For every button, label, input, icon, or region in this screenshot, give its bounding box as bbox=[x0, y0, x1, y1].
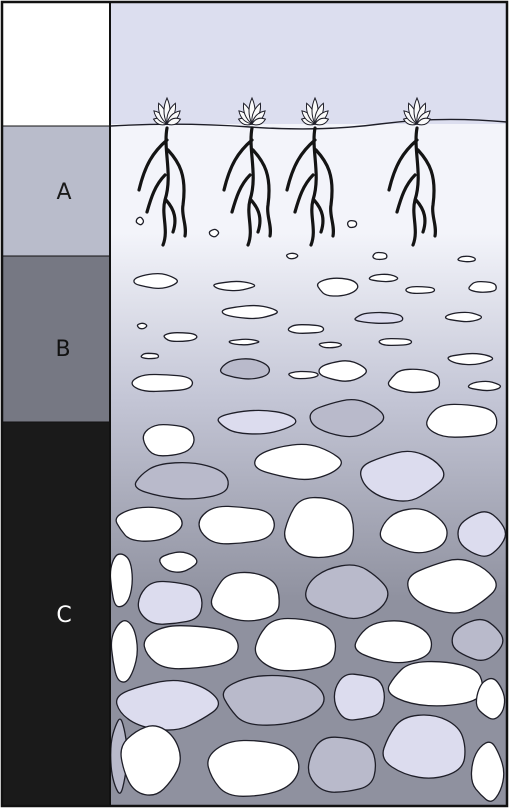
rock bbox=[388, 369, 439, 392]
rock bbox=[379, 339, 411, 346]
rock bbox=[319, 342, 341, 347]
rock bbox=[446, 312, 482, 321]
rock bbox=[285, 498, 354, 558]
rock bbox=[308, 737, 375, 792]
horizon-c-label: C bbox=[56, 603, 71, 628]
rock bbox=[141, 353, 158, 358]
rock bbox=[136, 217, 143, 224]
rock bbox=[208, 740, 299, 796]
rock bbox=[427, 404, 497, 437]
rock bbox=[369, 274, 397, 281]
rock bbox=[143, 425, 194, 456]
rock bbox=[209, 229, 218, 236]
rock bbox=[132, 374, 192, 391]
rock bbox=[373, 253, 387, 260]
rock bbox=[134, 274, 177, 289]
rock bbox=[199, 506, 274, 543]
rock bbox=[164, 333, 197, 342]
rock bbox=[406, 287, 435, 294]
rock bbox=[288, 325, 323, 334]
horizon-b-label: B bbox=[55, 337, 70, 362]
soil-profile bbox=[110, 2, 507, 806]
rock bbox=[355, 313, 403, 324]
rock bbox=[287, 253, 298, 258]
rock bbox=[221, 359, 270, 379]
rock bbox=[318, 278, 358, 296]
rock bbox=[289, 371, 318, 378]
rock bbox=[144, 626, 238, 669]
rock bbox=[138, 581, 202, 624]
rock bbox=[137, 323, 146, 328]
rock bbox=[469, 282, 496, 293]
rock bbox=[348, 221, 357, 228]
rock bbox=[458, 256, 475, 261]
rock bbox=[255, 619, 335, 671]
horizon-column: A B C bbox=[2, 2, 110, 806]
horizon-o-band bbox=[2, 2, 110, 126]
rock bbox=[468, 381, 500, 390]
rock bbox=[388, 662, 482, 706]
horizon-a-label: A bbox=[56, 180, 71, 205]
rock bbox=[110, 554, 132, 607]
rock bbox=[334, 674, 384, 720]
rock bbox=[229, 339, 259, 345]
rock bbox=[222, 306, 277, 319]
